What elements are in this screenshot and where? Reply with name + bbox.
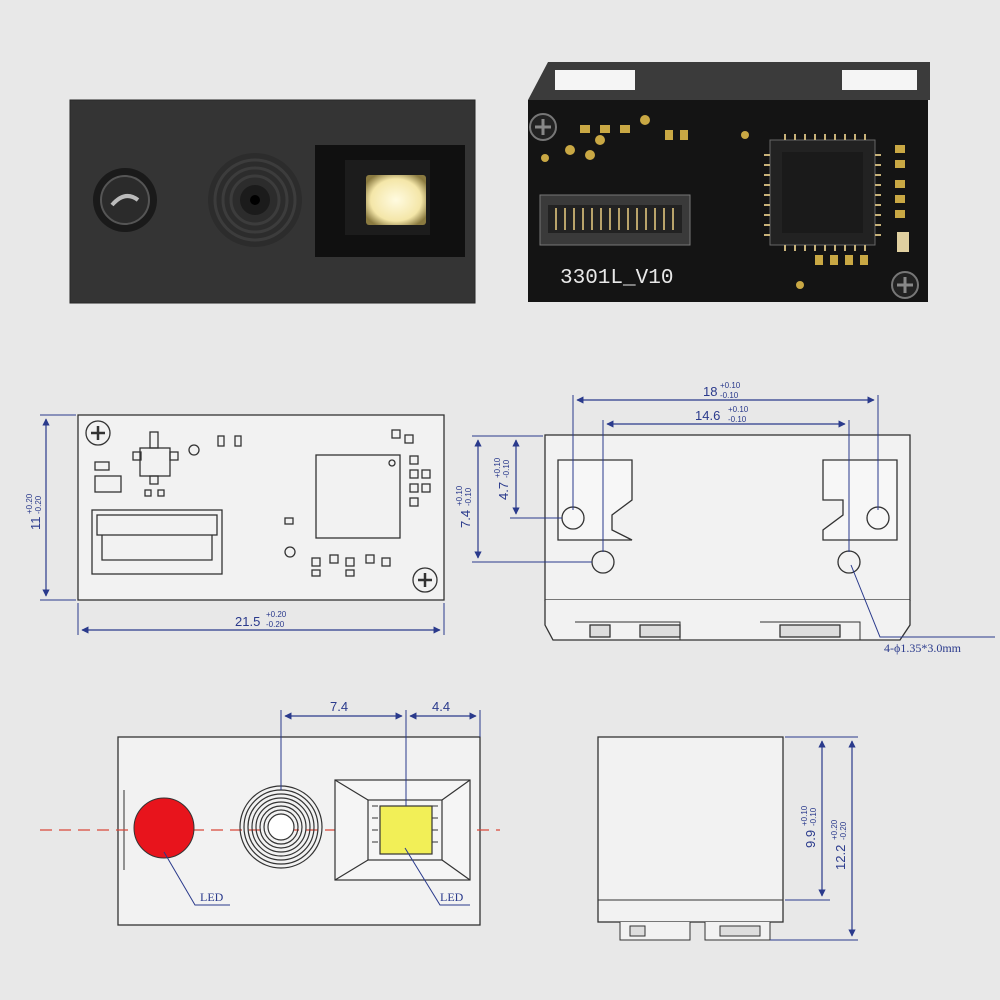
front-lens-rings [239,785,323,869]
back-overall-value: 18 [703,384,717,399]
back-overall-dimension: 18 +0.10 -0.10 [572,381,879,510]
photo-module-back: 3301L_V10 [528,62,930,302]
photo-illumination-window [315,145,465,257]
photo-smd-parts [541,115,909,289]
pcb-height-tol-plus: +0.20 [25,493,34,514]
back-hole-spacing-tol-minus: -0.10 [728,415,747,424]
back-overall-tol-minus: -0.10 [720,391,739,400]
photo-screw-top-left [529,113,557,141]
side-outer-tol-plus: +0.20 [830,819,839,840]
pcb-height-tol-minus: -0.20 [34,495,43,514]
front-drawing: 7.4 4.4 LED LED [40,699,500,926]
side-outer-value: 12.2 [833,845,848,870]
back-hole-callout: 4-ϕ1.35*3.0mm [850,564,995,655]
photo-aim-led [93,168,157,232]
photo-main-chip [764,134,881,251]
side-inner-dimension: 9.9 +0.10 -0.10 [785,736,858,901]
pcb-width-dimension: 21.5 +0.20 -0.20 [77,603,445,635]
front-dim-left: 7.4 [330,699,348,714]
back-height-inner-value: 4.7 [496,482,511,500]
side-inner-value: 9.9 [803,830,818,848]
back-hole-spacing-value: 14.6 [695,408,720,423]
pcb-width-value: 21.5 [235,614,260,629]
back-drawing [544,434,911,641]
pcb-height-value: 11 [28,517,43,531]
photo-fpc-connector [539,194,691,246]
led-label-right: LED [440,890,464,904]
back-height-outer-tol-plus: +0.10 [455,485,464,506]
pcb-width-tol-minus: -0.20 [266,620,285,629]
back-height-inner-tol-plus: +0.10 [493,457,502,478]
pcb-height-dimension: 11 +0.20 -0.20 [25,414,76,601]
led-label-left: LED [200,890,224,904]
side-drawing [597,736,784,941]
back-height-inner-dimension: 4.7 +0.10 -0.10 [493,435,562,519]
photo-lens [208,153,302,247]
red-aim-led [133,797,195,859]
front-illumination-window [334,779,471,881]
back-height-inner-tol-minus: -0.10 [502,459,511,478]
back-overall-tol-plus: +0.10 [720,381,741,390]
side-inner-tol-plus: +0.10 [800,805,809,826]
back-height-outer-tol-minus: -0.10 [464,487,473,506]
front-dim-right: 4.4 [432,699,450,714]
back-height-outer-dimension: 7.4 +0.10 -0.10 [455,435,592,563]
pcb-drawing [77,414,445,601]
side-outer-dimension: 12.2 +0.20 -0.20 [770,740,858,941]
photo-board-label: 3301L_V10 [560,267,673,290]
photo-module-front [69,99,476,304]
side-outer-tol-minus: -0.20 [839,821,848,840]
hole-callout-text: 4-ϕ1.35*3.0mm [884,641,962,655]
back-height-outer-value: 7.4 [458,510,473,528]
pcb-width-tol-plus: +0.20 [266,610,287,619]
side-inner-tol-minus: -0.10 [809,807,818,826]
back-hole-spacing-dimension: 14.6 +0.10 -0.10 [602,405,850,552]
white-illum-led [379,805,433,855]
photo-screw-bottom-right [891,271,919,299]
back-hole-spacing-tol-plus: +0.10 [728,405,749,414]
